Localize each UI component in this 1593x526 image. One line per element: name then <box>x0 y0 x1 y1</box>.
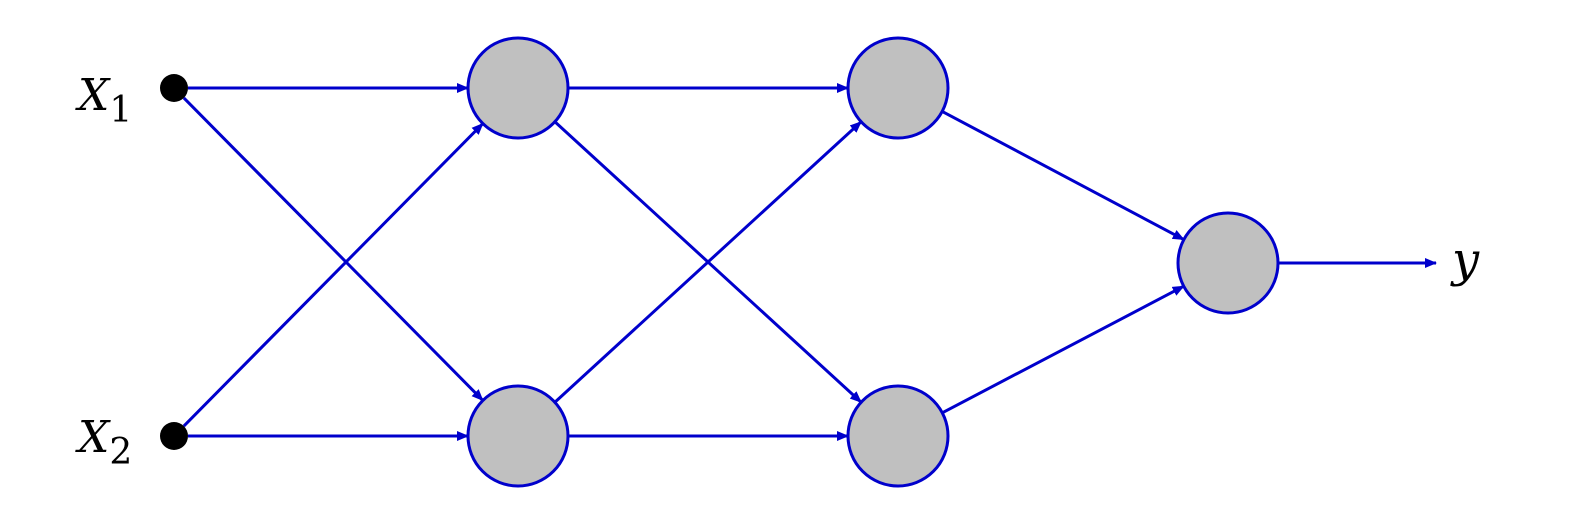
hidden-node-h1b <box>466 384 570 488</box>
input-subscript-x2: 2 <box>109 432 132 473</box>
hidden-node-h1a <box>466 36 570 140</box>
edge-h2b-to-o <box>941 284 1185 415</box>
hidden-node-h2b <box>846 384 950 488</box>
edge-h1b-to-h2a <box>553 120 863 404</box>
hidden-node-h2a <box>846 36 950 140</box>
nodes <box>160 36 1280 488</box>
edge-x2-to-h1a <box>182 122 484 428</box>
input-dot-x2 <box>160 422 188 450</box>
input-subscript-x1: 1 <box>109 90 132 131</box>
input-label-x2: X2 <box>75 412 132 473</box>
input-symbol-x2: X <box>75 412 111 463</box>
input-label-x1: X1 <box>75 70 132 131</box>
edge-h2a-to-o <box>941 110 1185 241</box>
connections <box>182 83 1437 441</box>
input-symbol-x1: X <box>75 70 111 121</box>
edge-x1-to-h1b <box>182 96 484 402</box>
output-node <box>1176 211 1280 315</box>
output-label: y <box>1450 232 1480 288</box>
input-dot-x1 <box>160 74 188 102</box>
